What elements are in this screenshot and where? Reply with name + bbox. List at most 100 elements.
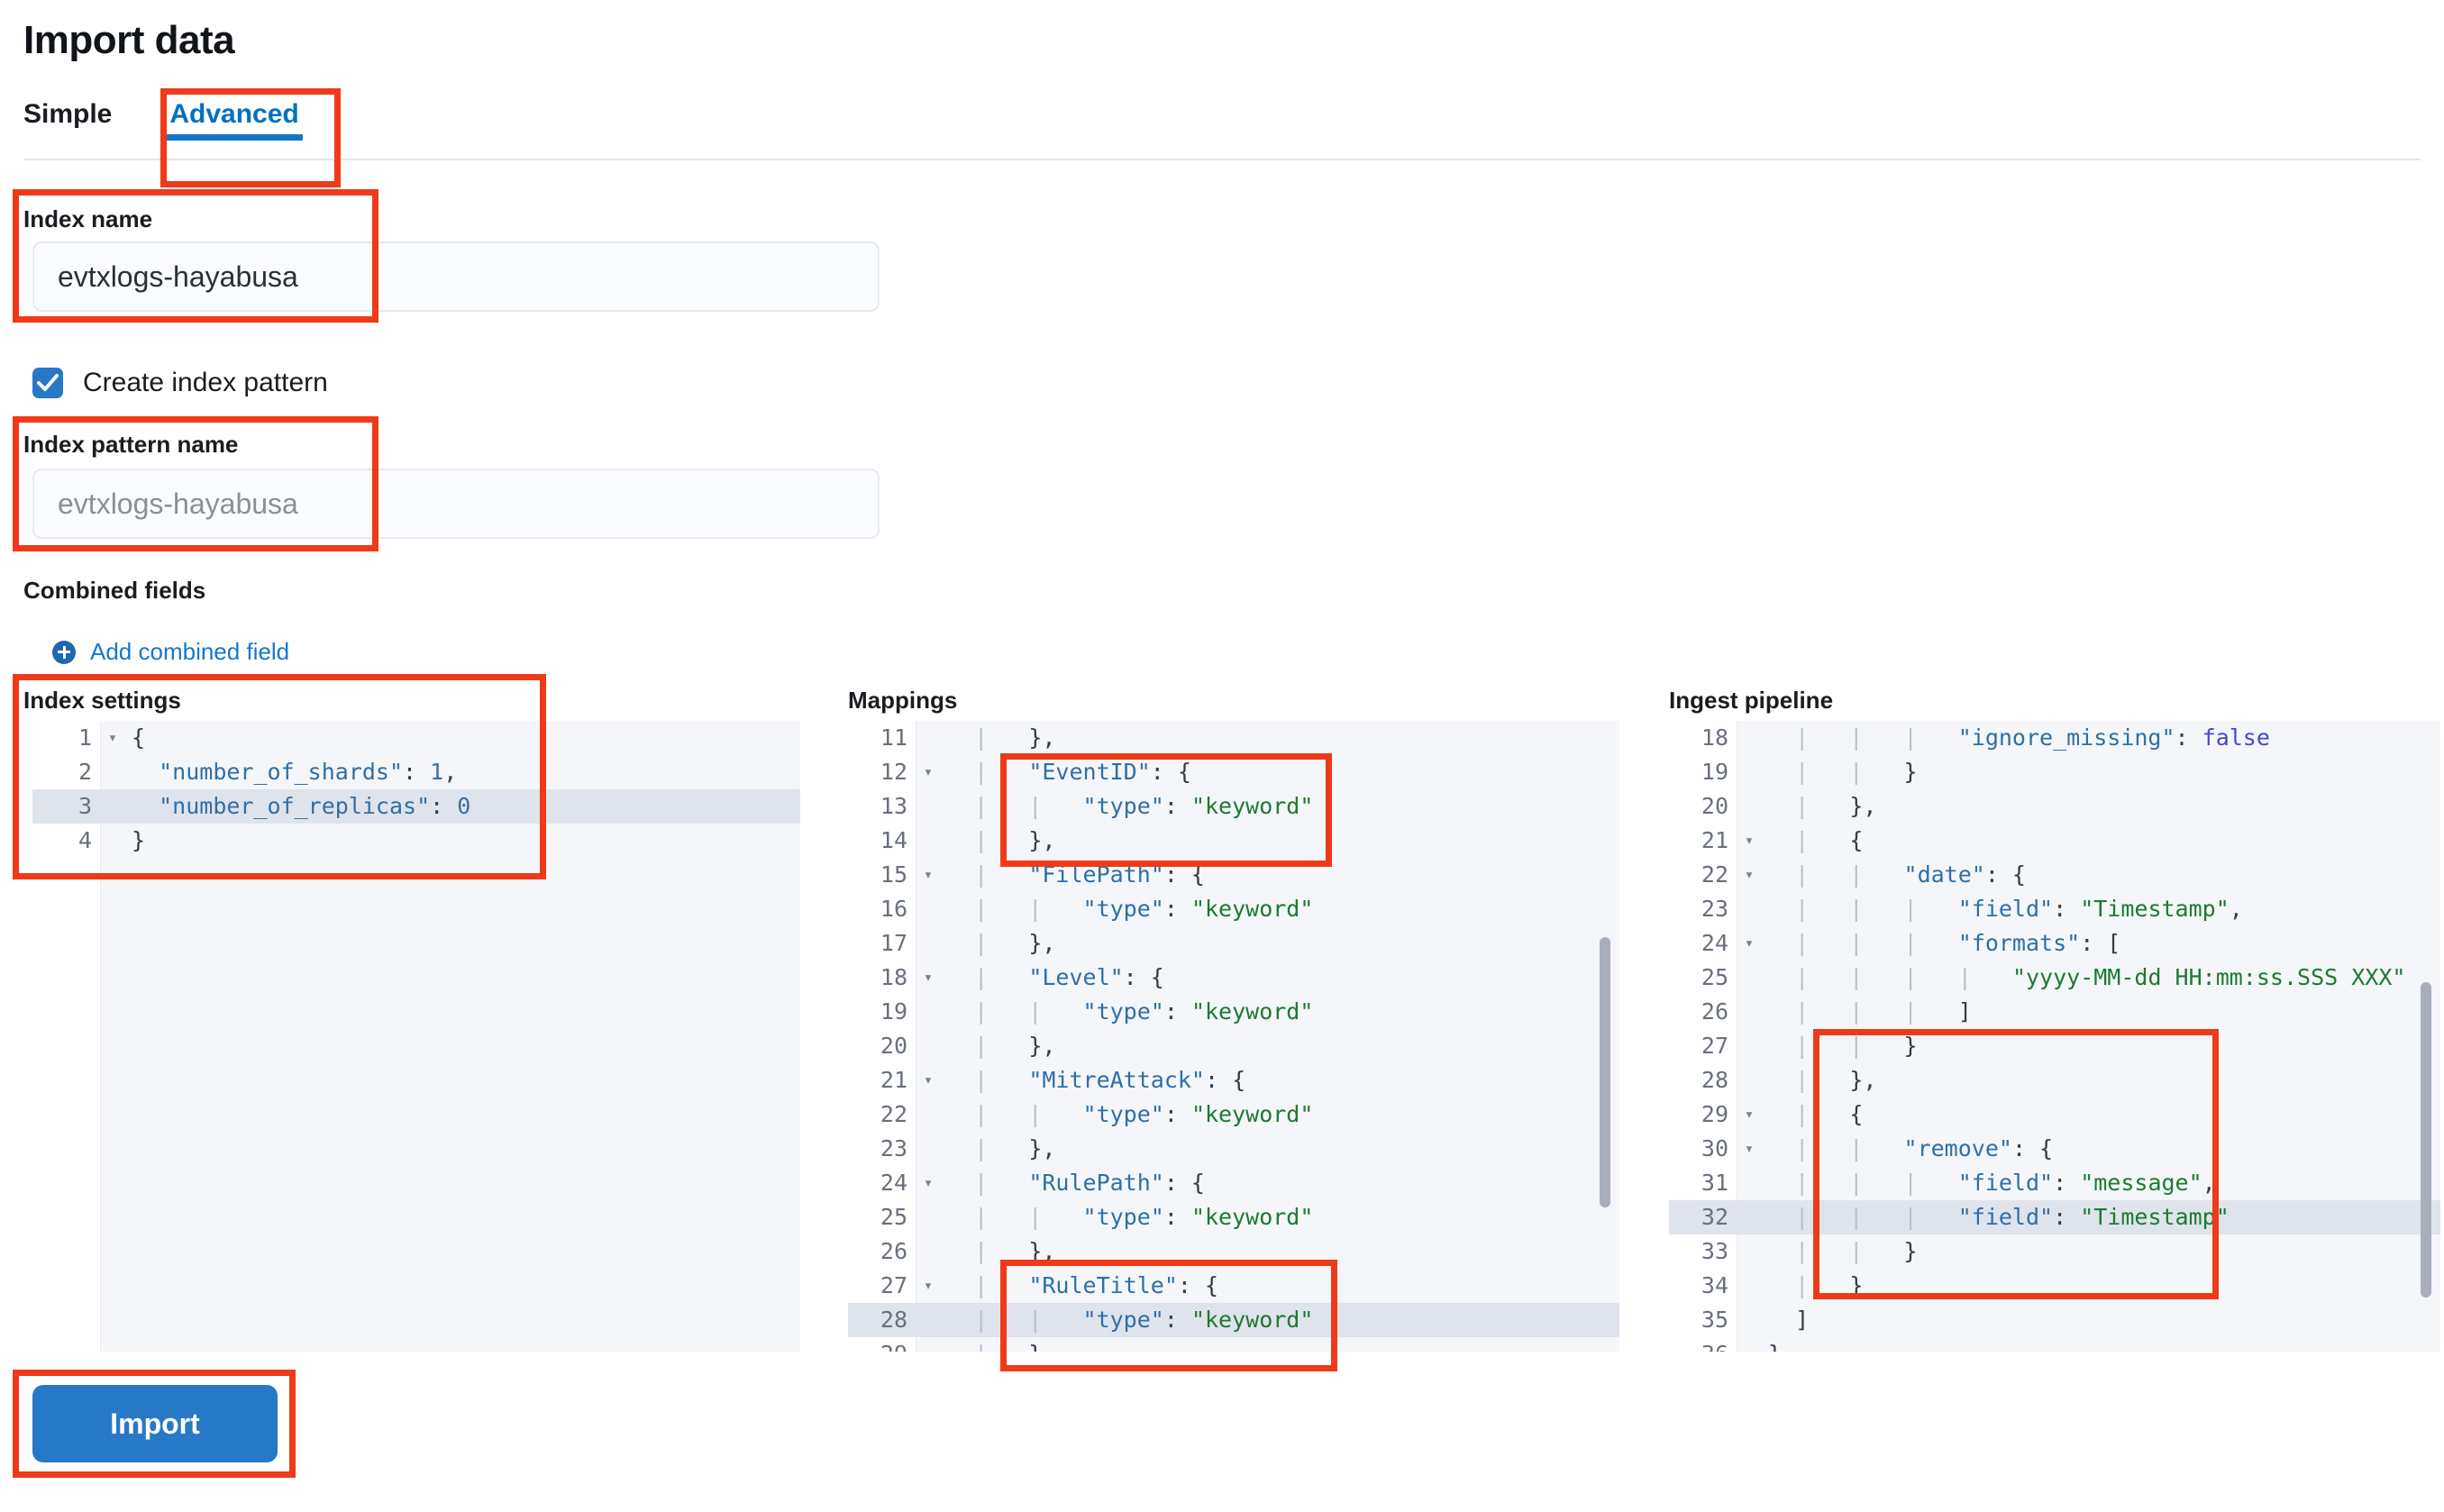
- code-line[interactable]: 21▾ | "MitreAttack": {: [848, 1063, 1619, 1098]
- line-number: 21: [1701, 827, 1728, 853]
- code-line[interactable]: 26 | },: [848, 1234, 1619, 1269]
- code-text: | | }: [1768, 1238, 1918, 1264]
- code-line[interactable]: 31 | | | "field": "message",: [1669, 1166, 2440, 1200]
- code-line[interactable]: 28 | | "type": "keyword": [848, 1303, 1619, 1337]
- fold-arrow-icon[interactable]: ▾: [1744, 866, 1755, 884]
- code-line[interactable]: 1▾{: [32, 721, 800, 755]
- tab-advanced[interactable]: Advanced: [141, 96, 327, 153]
- fold-arrow-icon[interactable]: ▾: [923, 866, 934, 884]
- code-line[interactable]: 15▾ | "FilePath": {: [848, 858, 1619, 892]
- fold-arrow-icon[interactable]: ▾: [1744, 1140, 1755, 1158]
- code-text: | },: [947, 724, 1056, 751]
- code-line[interactable]: 25 | | | | "yyyy-MM-dd HH:mm:ss.SSS XXX": [1669, 961, 2440, 995]
- line-number: 25: [880, 1204, 907, 1230]
- line-number: 20: [880, 1033, 907, 1059]
- tab-simple[interactable]: Simple: [23, 99, 113, 129]
- line-number: 31: [1701, 1170, 1728, 1196]
- code-line[interactable]: 25 | | "type": "keyword": [848, 1200, 1619, 1234]
- code-line[interactable]: 23 | },: [848, 1132, 1619, 1166]
- import-button[interactable]: Import: [32, 1385, 278, 1462]
- fold-arrow-icon[interactable]: ▾: [923, 1071, 934, 1089]
- fold-arrow-icon[interactable]: ▾: [923, 763, 934, 781]
- code-line[interactable]: 27▾ | "RuleTitle": {: [848, 1269, 1619, 1303]
- line-number: 28: [1701, 1067, 1728, 1093]
- line-number: 20: [1701, 793, 1728, 819]
- code-text: | "RulePath": {: [947, 1170, 1205, 1196]
- code-line[interactable]: 3 "number_of_replicas": 0: [32, 789, 800, 824]
- code-text: | | "type": "keyword": [947, 896, 1314, 922]
- fold-arrow-icon[interactable]: ▾: [923, 1174, 934, 1192]
- mappings-scrollbar[interactable]: [1600, 937, 1610, 1207]
- code-line[interactable]: 30▾ | | "remove": {: [1669, 1132, 2440, 1166]
- code-line[interactable]: 32 | | | "field": "Timestamp": [1669, 1200, 2440, 1234]
- create-index-pattern-checkbox[interactable]: [32, 368, 63, 398]
- code-line[interactable]: 36}: [1669, 1337, 2440, 1352]
- fold-arrow-icon[interactable]: ▾: [923, 969, 934, 987]
- index-settings-code[interactable]: 1▾{2 "number_of_shards": 1,3 "number_of_…: [32, 721, 800, 858]
- code-text: | | }: [1768, 759, 1918, 785]
- code-line[interactable]: 26 | | | ]: [1669, 995, 2440, 1029]
- code-line[interactable]: 23 | | | "field": "Timestamp",: [1669, 892, 2440, 926]
- line-number: 21: [880, 1067, 907, 1093]
- code-line[interactable]: 16 | | "type": "keyword": [848, 892, 1619, 926]
- index-pattern-name-input[interactable]: evtxlogs-hayabusa: [32, 469, 880, 539]
- fold-arrow-icon[interactable]: ▾: [1744, 832, 1755, 850]
- code-line[interactable]: 4}: [32, 824, 800, 858]
- fold-arrow-icon[interactable]: ▾: [107, 729, 118, 747]
- code-text: | | "type": "keyword": [947, 793, 1314, 819]
- code-line[interactable]: 17 | },: [848, 926, 1619, 961]
- line-number: 33: [1701, 1238, 1728, 1264]
- code-text: | },: [947, 1238, 1056, 1264]
- mappings-editor[interactable]: 11 | },12▾ | "EventID": {13 | | "type": …: [848, 721, 1619, 1352]
- code-line[interactable]: 22 | | "type": "keyword": [848, 1098, 1619, 1132]
- code-line[interactable]: 19 | | }: [1669, 755, 2440, 789]
- code-line[interactable]: 14 | },: [848, 824, 1619, 858]
- code-text: | | "type": "keyword": [947, 1307, 1314, 1333]
- index-settings-title: Index settings: [23, 687, 181, 714]
- plus-circle-icon: [52, 640, 76, 664]
- code-line[interactable]: 33 | | }: [1669, 1234, 2440, 1269]
- code-text: | | | "field": "Timestamp": [1768, 1204, 2230, 1230]
- code-line[interactable]: 35 ]: [1669, 1303, 2440, 1337]
- code-line[interactable]: 19 | | "type": "keyword": [848, 995, 1619, 1029]
- index-name-input[interactable]: evtxlogs-hayabusa: [32, 241, 880, 312]
- index-settings-editor[interactable]: 1▾{2 "number_of_shards": 1,3 "number_of_…: [32, 721, 800, 1352]
- code-line[interactable]: 11 | },: [848, 721, 1619, 755]
- code-line[interactable]: 12▾ | "EventID": {: [848, 755, 1619, 789]
- combined-fields-label: Combined fields: [23, 577, 206, 604]
- fold-arrow-icon[interactable]: ▾: [1744, 934, 1755, 952]
- code-line[interactable]: 20 | },: [1669, 789, 2440, 824]
- code-line[interactable]: 18 | | | "ignore_missing": false: [1669, 721, 2440, 755]
- fold-arrow-icon[interactable]: ▾: [1744, 1106, 1755, 1124]
- code-text: "number_of_shards": 1,: [159, 759, 458, 785]
- code-line[interactable]: 24▾ | | | "formats": [: [1669, 926, 2440, 961]
- code-line[interactable]: 2 "number_of_shards": 1,: [32, 755, 800, 789]
- fold-arrow-icon[interactable]: ▾: [923, 1277, 934, 1295]
- code-line[interactable]: 22▾ | | "date": {: [1669, 858, 2440, 892]
- index-name-label: Index name: [23, 205, 153, 232]
- mappings-code[interactable]: 11 | },12▾ | "EventID": {13 | | "type": …: [848, 721, 1619, 1352]
- code-line[interactable]: 27 | | }: [1669, 1029, 2440, 1063]
- code-text: | | | ]: [1768, 998, 1972, 1025]
- create-index-pattern-row[interactable]: Create index pattern: [32, 368, 328, 398]
- code-line[interactable]: 24▾ | "RulePath": {: [848, 1166, 1619, 1200]
- code-line[interactable]: 13 | | "type": "keyword": [848, 789, 1619, 824]
- code-line[interactable]: 29 | },: [848, 1337, 1619, 1352]
- code-line[interactable]: 28 | },: [1669, 1063, 2440, 1098]
- code-line[interactable]: 18▾ | "Level": {: [848, 961, 1619, 995]
- add-combined-field-button[interactable]: Add combined field: [52, 638, 289, 666]
- code-text: }: [132, 827, 146, 853]
- line-number: 3: [78, 793, 92, 819]
- line-number: 28: [880, 1307, 907, 1333]
- code-text: | "EventID": {: [947, 759, 1191, 785]
- code-line[interactable]: 20 | },: [848, 1029, 1619, 1063]
- code-line[interactable]: 29▾ | {: [1669, 1098, 2440, 1132]
- code-line[interactable]: 21▾ | {: [1669, 824, 2440, 858]
- ingest-pipeline-scrollbar[interactable]: [2421, 982, 2431, 1298]
- code-line[interactable]: 34 | }: [1669, 1269, 2440, 1303]
- line-number: 32: [1701, 1204, 1728, 1230]
- line-number: 27: [1701, 1033, 1728, 1059]
- code-text: | | "date": {: [1768, 861, 2026, 888]
